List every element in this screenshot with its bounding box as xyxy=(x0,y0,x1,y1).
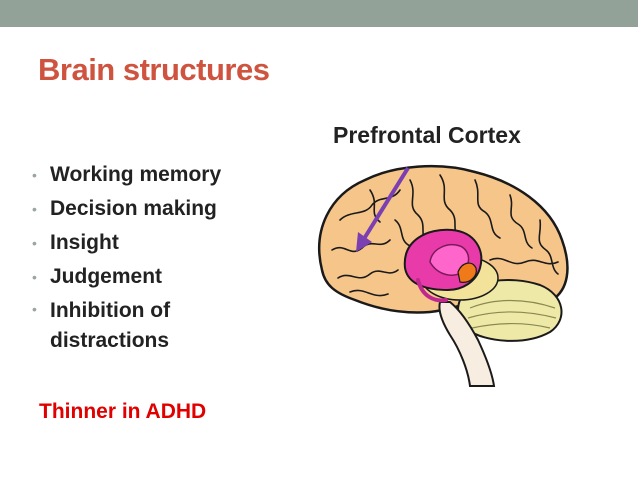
bullet-item: • Judgement xyxy=(32,260,280,294)
inner-ring xyxy=(429,244,470,276)
bullet-text: Decision making xyxy=(50,197,217,220)
bullet-dot-icon: • xyxy=(32,201,37,217)
bullet-item: • Insight xyxy=(32,226,280,260)
bullet-text: Inhibition of distractions xyxy=(50,299,171,352)
bullet-item: • Inhibition of distractions xyxy=(32,294,280,356)
brain-stem xyxy=(438,301,496,387)
bullet-text: Insight xyxy=(50,231,119,254)
adhd-note: Thinner in ADHD xyxy=(39,400,207,423)
bullet-item: • Working memory xyxy=(32,158,280,192)
bullet-dot-icon: • xyxy=(32,269,37,285)
bullet-text: Judgement xyxy=(50,265,163,288)
arrow-line xyxy=(360,166,410,244)
top-accent-bar xyxy=(0,0,638,27)
fornix xyxy=(416,278,448,303)
bullet-dot-icon: • xyxy=(32,167,37,183)
gyri-lines xyxy=(331,174,559,297)
prefrontal-cortex-label: Prefrontal Cortex xyxy=(333,122,521,148)
bullet-list: • Working memory • Decision making • Insigh… xyxy=(32,158,280,356)
orange-nucleus xyxy=(457,262,477,283)
slide-title: Brain structures xyxy=(38,52,270,87)
bullet-item: • Decision making xyxy=(32,192,280,226)
bullet-dot-icon: • xyxy=(32,235,37,251)
bullet-dot-icon: • xyxy=(32,301,37,317)
arrow-head-icon xyxy=(356,232,372,252)
cerebellum-folds xyxy=(467,299,557,329)
brain-diagram xyxy=(318,164,569,387)
bullet-text: Working memory xyxy=(50,163,222,186)
